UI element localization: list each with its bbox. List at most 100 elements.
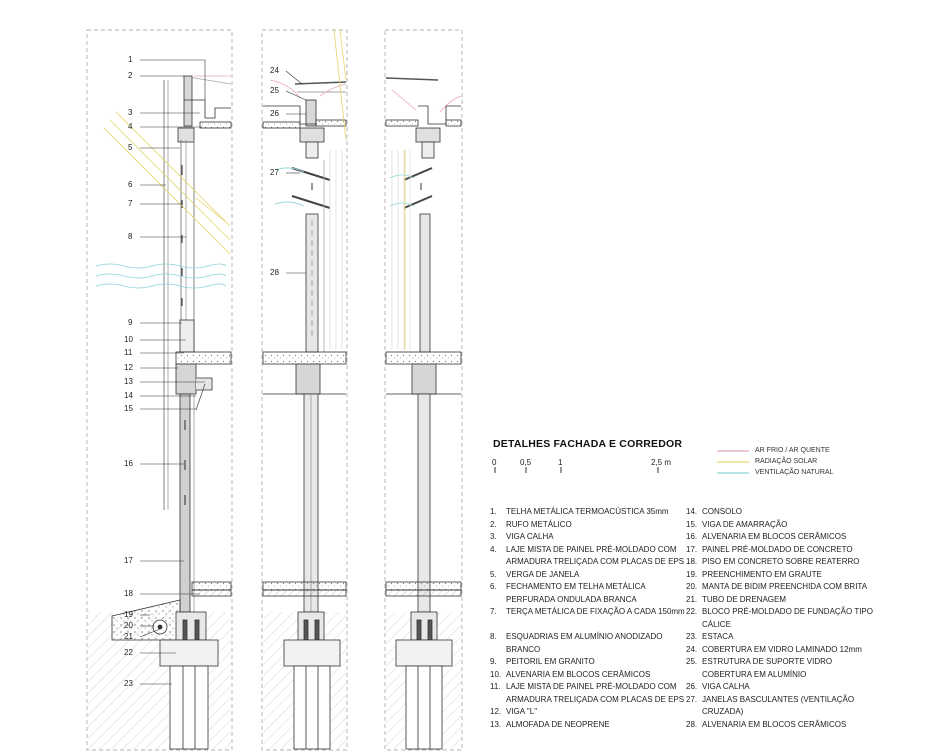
note-item: 7.TERÇA METÁLICA DE FIXAÇÃO A CADA 150mm xyxy=(490,606,700,631)
note-text: VIGA CALHA xyxy=(702,682,750,691)
note-number: 4. xyxy=(490,544,497,554)
corridor-section xyxy=(262,81,347,750)
callout-number: 23 xyxy=(124,679,133,688)
note-text: FECHAMENTO EM TELHA METÁLICA PERFURADA O… xyxy=(506,582,646,604)
note-number: 7. xyxy=(490,607,497,616)
note-text: COBERTURA EM VIDRO LAMINADO 12mm xyxy=(702,644,862,654)
callout-number: 19 xyxy=(124,610,133,619)
callout-number: 4 xyxy=(128,122,133,131)
scale-label: 2,5 m xyxy=(651,458,672,467)
note-item: 14. CONSOLO xyxy=(686,506,896,519)
callout-number: 15 xyxy=(124,404,133,413)
note-item: 6.FECHAMENTO EM TELHA METÁLICA PERFURADA… xyxy=(490,581,700,606)
note-text: ESTRUTURA DE SUPORTE VIDRO COBERTURA EM … xyxy=(702,657,833,679)
note-text: PEITORIL EM GRANITO xyxy=(506,657,595,666)
note-text: JANELAS BASCULANTES (VENTILAÇÃO CRUZADA) xyxy=(702,694,855,717)
note-item: 27.JANELAS BASCULANTES (VENTILAÇÃO CRUZA… xyxy=(686,694,896,719)
note-text: RUFO METÁLICO xyxy=(506,519,572,529)
note-item: 11.LAJE MISTA DE PAINEL PRÉ-MOLDADO COM … xyxy=(490,681,700,706)
callout-number: 7 xyxy=(128,199,133,208)
note-item: 28.ALVENARIA EM BLOCOS CERÂMICOS xyxy=(686,719,896,732)
note-number: 25. xyxy=(686,657,698,666)
note-number: 1. xyxy=(490,507,497,516)
callout-number: 17 xyxy=(124,556,133,565)
note-number: 24. xyxy=(686,644,698,654)
note-text: VERGA DE JANELA xyxy=(506,569,580,579)
note-text: ESTACA xyxy=(702,632,734,641)
note-text: PREENCHIMENTO EM GRAUTE xyxy=(702,569,822,579)
note-text: ALVENARIA EM BLOCOS CERÂMICOS xyxy=(702,719,847,729)
callout-number: 27 xyxy=(270,168,279,177)
callout-number: 16 xyxy=(124,459,133,468)
note-number: 17. xyxy=(686,544,698,554)
callout-number: 8 xyxy=(128,232,133,241)
note-text: VIGA CALHA xyxy=(506,532,554,541)
note-item: 15.VIGA DE AMARRAÇÃO xyxy=(686,519,896,532)
note-text: LAJE MISTA DE PAINEL PRÉ-MOLDADO COM ARM… xyxy=(506,682,685,704)
corridor-section-2 xyxy=(385,77,462,750)
note-item: 23. ESTACA xyxy=(686,631,896,644)
note-text: PISO EM CONCRETO SOBRE REATERRO xyxy=(702,557,860,566)
climate-lines-facade xyxy=(95,75,231,289)
callout-number: 12 xyxy=(124,363,133,372)
section-frames xyxy=(86,29,463,751)
note-text: ALVENARIA EM BLOCOS CERÂMICOS xyxy=(506,669,651,679)
note-text: ESQUADRIAS EM ALUMÍNIO ANODIZADO BRANCO xyxy=(506,632,663,654)
note-item: 21.TUBO DE DRENAGEM xyxy=(686,594,896,607)
note-item: 26. VIGA CALHA xyxy=(686,681,896,694)
note-item: 4.LAJE MISTA DE PAINEL PRÉ-MOLDADO COM A… xyxy=(490,544,700,569)
note-number: 19. xyxy=(686,569,698,579)
note-number: 14. xyxy=(686,507,698,516)
note-text: VIGA "L" xyxy=(506,707,538,716)
callout-number: 11 xyxy=(124,348,133,357)
callout-number: 1 xyxy=(128,55,133,64)
note-item: 17.PAINEL PRÉ-MOLDADO DE CONCRETO xyxy=(686,544,896,557)
note-item: 1.TELHA METÁLICA TERMOACÚSTICA 35mm xyxy=(490,506,700,519)
note-number: 3. xyxy=(490,532,497,541)
note-number: 10. xyxy=(490,669,502,679)
scale-label: 0 xyxy=(492,458,497,467)
note-number: 15. xyxy=(686,519,698,529)
note-number: 16. xyxy=(686,532,698,541)
legend-item: AR FRIO / AR QUENTE xyxy=(755,447,830,454)
callout-number: 10 xyxy=(124,335,133,344)
note-number: 23. xyxy=(686,632,698,641)
note-item: 10. ALVENARIA EM BLOCOS CERÂMICOS xyxy=(490,669,700,682)
note-text: BLOCO PRÉ-MOLDADO DE FUNDAÇÃO TIPO CÁLIC… xyxy=(702,607,873,629)
note-item: 3. VIGA CALHA xyxy=(490,531,700,544)
note-text: ALVENARIA EM BLOCOS CERÂMICOS xyxy=(702,532,847,541)
note-item: 16. ALVENARIA EM BLOCOS CERÂMICOS xyxy=(686,531,896,544)
note-text: TUBO DE DRENAGEM xyxy=(702,594,787,604)
callout-number: 13 xyxy=(124,377,133,386)
callout-number: 18 xyxy=(124,589,133,598)
note-text: MANTA DE BIDIM PREENCHIDA COM BRITA xyxy=(702,582,868,591)
note-number: 22. xyxy=(686,607,698,616)
note-number: 2. xyxy=(490,519,497,529)
note-item: 5. VERGA DE JANELA xyxy=(490,569,700,582)
note-item: 12.VIGA "L" xyxy=(490,706,700,719)
legend-swatches xyxy=(717,450,749,474)
callout-number: 21 xyxy=(124,632,133,641)
note-item: 25. ESTRUTURA DE SUPORTE VIDRO COBERTURA … xyxy=(686,656,896,681)
note-item: 19. PREENCHIMENTO EM GRAUTE xyxy=(686,569,896,582)
note-item: 13.ALMOFADA DE NEOPRENE xyxy=(490,719,700,732)
leader-lines-middle xyxy=(285,70,307,274)
callout-number: 24 xyxy=(270,66,279,75)
note-item: 18. PISO EM CONCRETO SOBRE REATERRO xyxy=(686,556,896,569)
scale-label: 1 xyxy=(558,458,563,467)
note-number: 9. xyxy=(490,657,497,666)
scale-label: 0,5 xyxy=(520,458,532,467)
note-number: 18. xyxy=(686,557,698,566)
climate-lines-corridor xyxy=(269,29,347,207)
note-item: 24. COBERTURA EM VIDRO LAMINADO 12mm xyxy=(686,644,896,657)
note-item: 8.ESQUADRIAS EM ALUMÍNIO ANODIZADO BRANC… xyxy=(490,631,700,656)
note-number: 26. xyxy=(686,682,698,691)
note-text: ALMOFADA DE NEOPRENE xyxy=(506,719,610,729)
drawing-title: DETALHES FACHADA E CORREDOR xyxy=(493,438,683,450)
legend-item: RADIAÇÃO SOLAR xyxy=(755,458,818,465)
climate-lines-corridor-2 xyxy=(389,89,462,350)
note-number: 5. xyxy=(490,569,497,579)
leader-lines-left xyxy=(139,59,206,685)
callout-number: 6 xyxy=(128,180,133,189)
note-text: CONSOLO xyxy=(702,507,743,516)
